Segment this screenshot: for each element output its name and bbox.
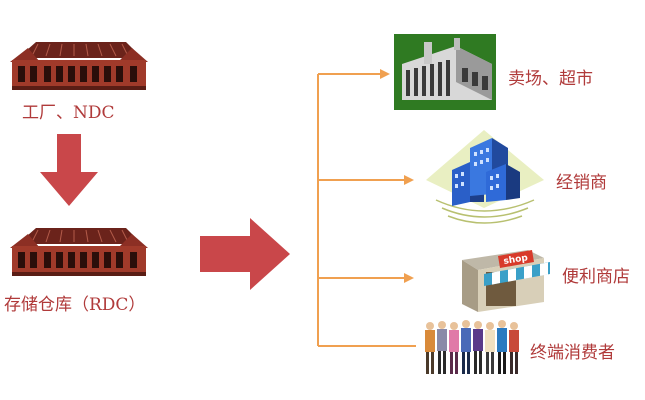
- right-arrow: [200, 218, 290, 290]
- destination-label-convenience: 便利商店: [562, 267, 630, 287]
- branch-connector: [300, 60, 420, 360]
- supermarket-building-icon: [394, 34, 496, 110]
- warehouse-label: 存储仓库（RDC）: [4, 295, 146, 315]
- destination-label-supermarket: 卖场、超市: [508, 69, 593, 89]
- factory-icon: [8, 36, 150, 92]
- office-towers-icon: [426, 130, 544, 226]
- down-arrow: [40, 134, 98, 206]
- consumers-group-icon: [420, 320, 522, 376]
- shop-sign-text: shop: [503, 253, 529, 267]
- source-label: 工厂、NDC: [22, 103, 115, 123]
- shop-storefront-icon: shop: [458, 244, 554, 316]
- destination-label-consumers: 终端消费者: [530, 343, 615, 363]
- warehouse-icon: [8, 222, 150, 278]
- destination-label-dealer: 经销商: [556, 173, 607, 193]
